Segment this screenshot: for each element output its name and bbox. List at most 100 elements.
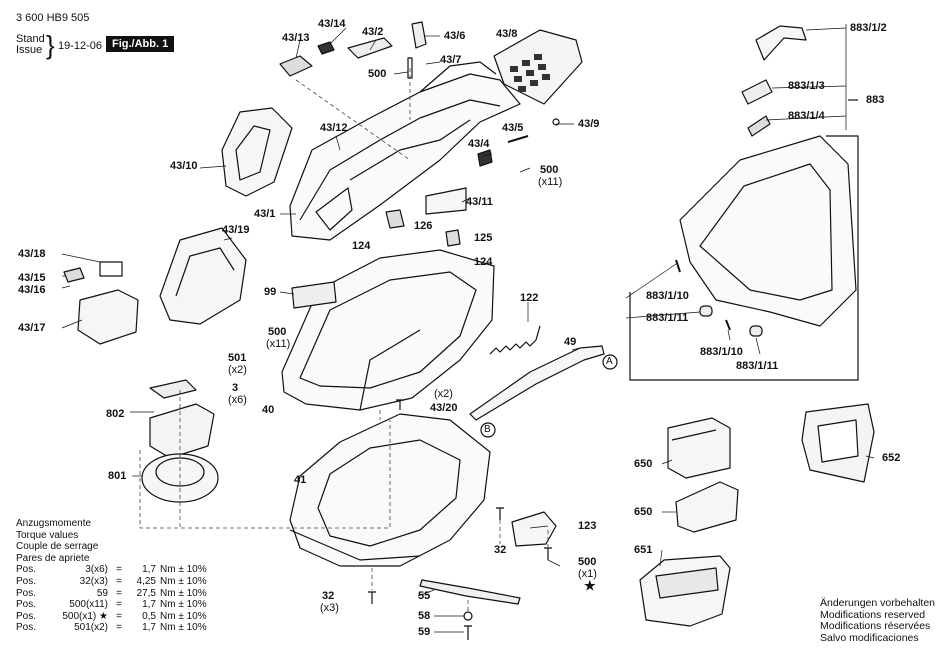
- torque-title-de: Anzugsmomente: [16, 518, 92, 529]
- star-marker: ★: [584, 578, 596, 593]
- torque-title-en: Torque values: [16, 529, 79, 541]
- modifications-fr: Modifications réservées: [820, 620, 931, 633]
- callout-32-a: 32: [494, 544, 507, 556]
- callout-43-14: 43/14: [318, 18, 346, 30]
- callout-802: 802: [106, 408, 125, 420]
- torque-item: 500(x1) ★: [62, 610, 108, 622]
- callout-883-1-3: 883/1/3: [788, 80, 825, 92]
- modifications-es: Salvo modificaciones: [820, 631, 919, 644]
- figure-badge: Fig./Abb. 1: [106, 36, 175, 52]
- callout-43-15: 43/15: [18, 272, 46, 284]
- callout-652: 652: [882, 452, 901, 464]
- callout-43-11: 43/11: [466, 196, 493, 208]
- torque-eq: =: [116, 587, 122, 599]
- torque-title-fr: Couple de serrage: [16, 541, 99, 553]
- callout-883-1-10-b: 883/1/10: [700, 346, 743, 358]
- callout-43-7: 43/7: [440, 54, 462, 66]
- part-number: 3 600 HB9 505: [16, 12, 90, 24]
- callout-circle-a: A: [606, 356, 613, 367]
- callout-883-1-10-a: 883/1/10: [646, 290, 689, 302]
- stand-issue-label: Stand Issue: [16, 34, 45, 56]
- torque-value: 1,7: [142, 622, 156, 634]
- callout-43-16: 43/16: [18, 284, 46, 296]
- callout-43-20: 43/20: [430, 402, 458, 414]
- torque-pos: Pos.: [16, 610, 37, 622]
- torque-item: 32(x3): [79, 575, 108, 587]
- torque-pos: Pos.: [16, 575, 37, 587]
- torque-row: Pos. 32(x3) = 4,25 Nm ± 10%: [16, 576, 207, 588]
- callout-123: 123: [578, 520, 597, 532]
- torque-row: Pos. 501(x2) = 1,7 Nm ± 10%: [16, 622, 207, 634]
- callout-x6: (x6): [228, 394, 247, 406]
- issue-date: 19-12-06: [58, 40, 103, 52]
- torque-value: 0,5: [142, 610, 156, 622]
- callout-883-1-11-b: 883/1/11: [736, 360, 779, 372]
- callout-500-b: 500: [540, 164, 559, 176]
- callout-124-b: 124: [474, 256, 493, 268]
- torque-unit: Nm ± 10%: [160, 610, 207, 622]
- callout-883: 883: [866, 94, 885, 106]
- callout-883-1-2: 883/1/2: [850, 22, 887, 34]
- callout-43-5: 43/5: [502, 122, 524, 134]
- callout-125: 125: [474, 232, 493, 244]
- callout-650-b: 650: [634, 506, 653, 518]
- issue-label: Issue: [16, 44, 43, 56]
- torque-eq: =: [116, 622, 122, 634]
- modifications-de: Änderungen vorbehalten: [820, 597, 936, 609]
- callout-122: 122: [520, 292, 539, 304]
- torque-value: 27,5: [136, 587, 156, 599]
- torque-value: 4,25: [136, 575, 156, 587]
- callout-651: 651: [634, 544, 653, 556]
- callout-49: 49: [564, 336, 577, 348]
- callout-500-c: 500: [268, 326, 287, 338]
- torque-eq: =: [116, 564, 122, 576]
- torque-unit: Nm ± 10%: [160, 587, 207, 599]
- torque-pos: Pos.: [16, 564, 37, 576]
- torque-row: Pos. 500(x1) ★ = 0,5 Nm ± 10%: [16, 611, 207, 623]
- torque-item: 501(x2): [74, 622, 108, 634]
- torque-unit: Nm ± 10%: [160, 622, 207, 634]
- callout-500-a: 500: [368, 68, 387, 80]
- torque-eq: =: [116, 610, 122, 622]
- callout-650-a: 650: [634, 458, 653, 470]
- torque-pos: Pos.: [16, 587, 37, 599]
- torque-pos: Pos.: [16, 622, 37, 634]
- callout-43-17: 43/17: [18, 322, 46, 334]
- torque-pos: Pos.: [16, 599, 37, 611]
- torque-row: Pos. 59 = 27,5 Nm ± 10%: [16, 588, 207, 600]
- callout-43-2: 43/2: [362, 26, 384, 38]
- callout-32-b: 32: [322, 590, 335, 602]
- callout-55: 55: [418, 590, 431, 602]
- callout-43-1: 43/1: [254, 208, 276, 220]
- callout-883-1-11-a: 883/1/11: [646, 312, 689, 324]
- callout-41: 41: [294, 474, 307, 486]
- callout-x2-a: (x2): [228, 364, 247, 376]
- torque-unit: Nm ± 10%: [160, 575, 207, 587]
- callout-x2-b: (x2): [434, 388, 453, 400]
- torque-unit: Nm ± 10%: [160, 564, 207, 576]
- callout-500-d: 500: [578, 556, 597, 568]
- callout-59: 59: [418, 626, 431, 638]
- callout-883-1-4: 883/1/4: [788, 110, 825, 122]
- callout-43-12: 43/12: [320, 122, 348, 134]
- callout-3: 3: [232, 382, 239, 394]
- callout-801: 801: [108, 470, 127, 482]
- torque-eq: =: [116, 599, 122, 611]
- callout-43-18: 43/18: [18, 248, 46, 260]
- torque-unit: Nm ± 10%: [160, 599, 207, 611]
- torque-eq: =: [116, 575, 122, 587]
- callout-43-6: 43/6: [444, 30, 466, 42]
- callout-x1: (x1): [578, 568, 597, 580]
- torque-title-es: Pares de apriete: [16, 552, 90, 564]
- callout-40: 40: [262, 404, 275, 416]
- brace: }: [46, 30, 55, 60]
- stand-label: Stand: [16, 33, 45, 45]
- callout-43-13: 43/13: [282, 32, 310, 44]
- modifications-en: Modifications reserved: [820, 608, 926, 621]
- torque-item: 500(x11): [69, 599, 108, 611]
- torque-item: 59: [96, 587, 108, 599]
- callout-58: 58: [418, 610, 431, 622]
